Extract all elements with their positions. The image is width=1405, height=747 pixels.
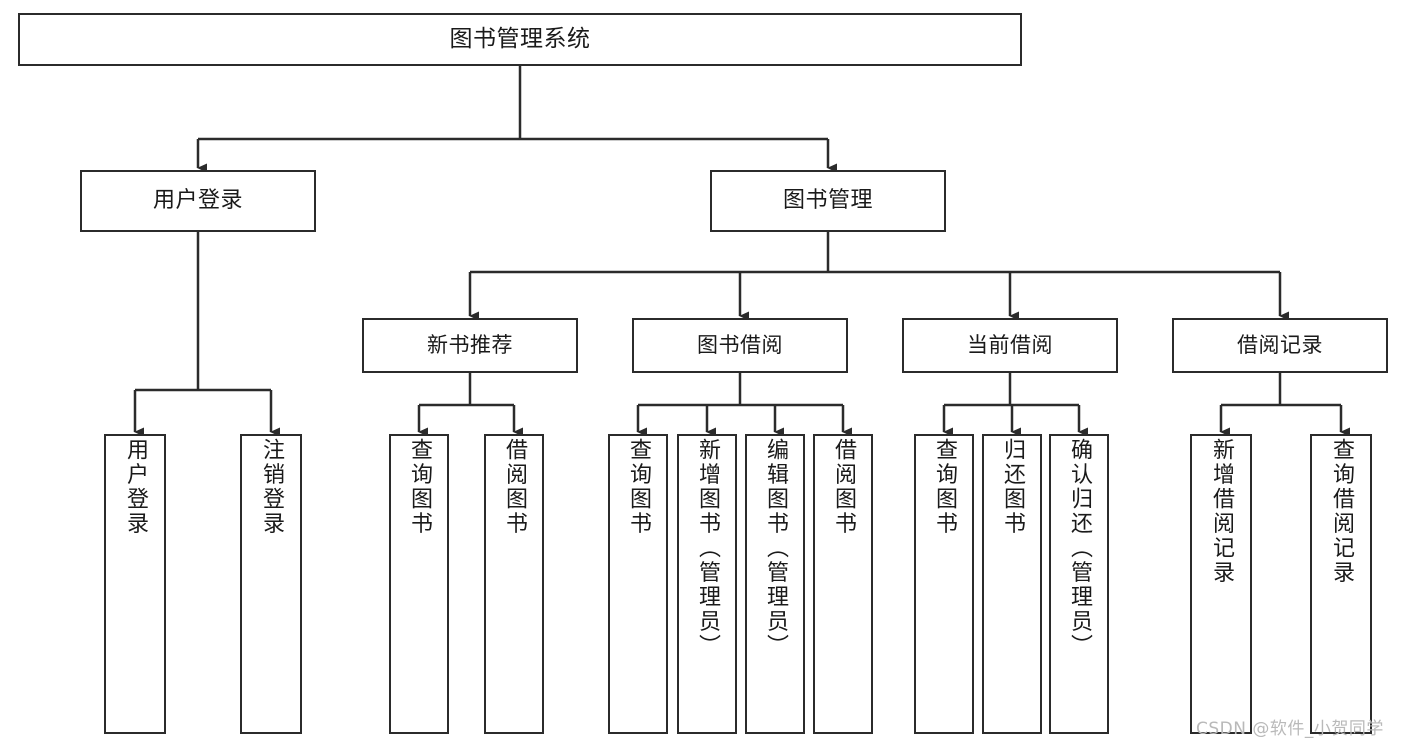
node-new-book-recommend-label: 新书推荐 (427, 333, 513, 358)
node-leaf-borrow-book-a-label: 借阅图书 (502, 438, 527, 536)
node-new-book-recommend[interactable]: 新书推荐 (362, 318, 578, 373)
node-borrow-record[interactable]: 借阅记录 (1172, 318, 1388, 373)
node-leaf-add-book-label: 新增图书（管理员） (695, 438, 720, 659)
node-borrow-record-label: 借阅记录 (1237, 333, 1323, 358)
node-book-manage-label: 图书管理 (782, 188, 873, 214)
connector-group (133, 66, 1350, 437)
node-leaf-logout-login-label: 注销登录 (259, 438, 284, 536)
node-root-label: 图书管理系统 (449, 26, 591, 53)
node-leaf-edit-book-label: 编辑图书（管理员） (763, 438, 788, 659)
node-leaf-user-login-label: 用户登录 (123, 438, 148, 536)
node-book-borrow-label: 图书借阅 (697, 333, 783, 358)
node-leaf-confirm-return[interactable]: 确认归还（管理员） (1049, 434, 1109, 734)
node-leaf-query-book-c-label: 查询图书 (932, 438, 957, 536)
node-root[interactable]: 图书管理系统 (18, 13, 1022, 66)
node-leaf-logout-login[interactable]: 注销登录 (240, 434, 302, 734)
node-current-borrow[interactable]: 当前借阅 (902, 318, 1118, 373)
node-leaf-query-book-a[interactable]: 查询图书 (389, 434, 449, 734)
node-leaf-return-book[interactable]: 归还图书 (982, 434, 1042, 734)
node-leaf-return-book-label: 归还图书 (1000, 438, 1025, 536)
node-leaf-edit-book[interactable]: 编辑图书（管理员） (745, 434, 805, 734)
node-leaf-borrow-book-b-label: 借阅图书 (831, 438, 856, 536)
node-user-login[interactable]: 用户登录 (80, 170, 316, 232)
node-leaf-query-book-b-label: 查询图书 (626, 438, 651, 536)
node-leaf-add-book[interactable]: 新增图书（管理员） (677, 434, 737, 734)
node-leaf-query-book-b[interactable]: 查询图书 (608, 434, 668, 734)
node-book-borrow[interactable]: 图书借阅 (632, 318, 848, 373)
node-user-login-label: 用户登录 (152, 188, 243, 214)
node-leaf-borrow-book-b[interactable]: 借阅图书 (813, 434, 873, 734)
node-leaf-borrow-book-a[interactable]: 借阅图书 (484, 434, 544, 734)
node-leaf-add-record[interactable]: 新增借阅记录 (1190, 434, 1252, 734)
node-leaf-query-record-label: 查询借阅记录 (1329, 438, 1354, 585)
node-leaf-add-record-label: 新增借阅记录 (1209, 438, 1234, 585)
node-leaf-query-book-c[interactable]: 查询图书 (914, 434, 974, 734)
node-book-manage[interactable]: 图书管理 (710, 170, 946, 232)
node-leaf-user-login[interactable]: 用户登录 (104, 434, 166, 734)
node-leaf-query-book-a-label: 查询图书 (407, 438, 432, 536)
node-leaf-confirm-return-label: 确认归还（管理员） (1067, 438, 1092, 659)
node-leaf-query-record[interactable]: 查询借阅记录 (1310, 434, 1372, 734)
node-current-borrow-label: 当前借阅 (967, 333, 1053, 358)
